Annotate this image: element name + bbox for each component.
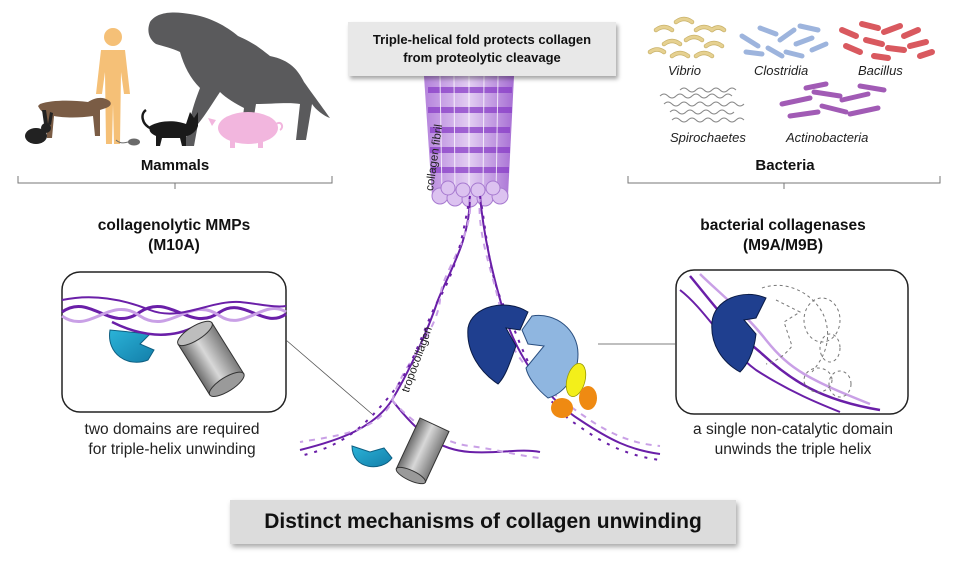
top-statement-line2: from proteolytic cleavage xyxy=(403,50,561,65)
species-clostridia: Clostridia xyxy=(754,63,809,78)
mmp-caption: two domains are required for triple-heli… xyxy=(54,420,290,460)
mmp-family-title: collagenolytic MMPs (M10A) xyxy=(74,216,274,256)
spirochaetes-icon xyxy=(659,87,745,123)
species-vibrio: Vibrio xyxy=(668,63,702,78)
top-statement-box: Triple-helical fold protects collagen fro… xyxy=(348,22,616,76)
conclusion-box: Distinct mechanisms of collagen unwindin… xyxy=(230,500,736,544)
mmp-family-line2: (M10A) xyxy=(148,237,200,254)
cat-icon xyxy=(141,108,198,146)
bacterial-family-line1: bacterial collagenases xyxy=(700,217,866,234)
bacterial-collagenase-on-helix xyxy=(467,304,597,418)
bacteria-bracket xyxy=(627,176,941,189)
actinobacteria-icon xyxy=(779,81,887,119)
top-statement-line1: Triple-helical fold protects collagen xyxy=(372,32,592,47)
bacterial-caption: a single non-catalytic domain unwinds th… xyxy=(664,420,922,460)
mouse-icon xyxy=(115,138,140,146)
dog-icon xyxy=(38,97,111,138)
mmp-inset xyxy=(61,271,373,415)
species-spirochaetes: Spirochaetes xyxy=(670,130,746,145)
mammals-bracket xyxy=(17,176,333,189)
bacterial-family-title: bacterial collagenases (M9A/M9B) xyxy=(678,216,888,256)
bacterial-caption-line1: a single non-catalytic domain xyxy=(693,421,893,438)
human-icon xyxy=(96,28,130,144)
species-bacillus: Bacillus xyxy=(858,63,903,78)
bacteria-label: Bacteria xyxy=(755,157,815,174)
top-statement-text: Triple-helical fold protects collagen fro… xyxy=(373,31,591,67)
horse-icon xyxy=(148,12,330,146)
mmp-caption-line1: two domains are required xyxy=(84,421,260,438)
clostridia-icon xyxy=(739,23,829,59)
mmp-family-line1: collagenolytic MMPs xyxy=(97,217,251,234)
bacillus-icon xyxy=(839,21,935,61)
vibrio-fill xyxy=(648,17,726,58)
pig-icon xyxy=(208,112,284,148)
bacterial-family-line2: (M9A/M9B) xyxy=(742,237,824,254)
rabbit-icon xyxy=(25,110,53,144)
bacterial-collagenase-inset xyxy=(598,269,909,415)
collagen-fibril xyxy=(424,75,514,208)
conclusion-text: Distinct mechanisms of collagen unwindin… xyxy=(264,510,702,533)
mmp-on-helix xyxy=(351,417,450,485)
bacterial-caption-line2: unwinds the triple helix xyxy=(714,441,872,458)
species-actinobacteria: Actinobacteria xyxy=(786,130,869,145)
bacteria-illustration xyxy=(647,16,935,123)
mmp-caption-line2: for triple-helix unwinding xyxy=(88,441,256,458)
tropocollagen-helix-left xyxy=(299,195,541,459)
mammals-label: Mammals xyxy=(140,157,210,174)
mammals-illustration xyxy=(25,12,330,148)
